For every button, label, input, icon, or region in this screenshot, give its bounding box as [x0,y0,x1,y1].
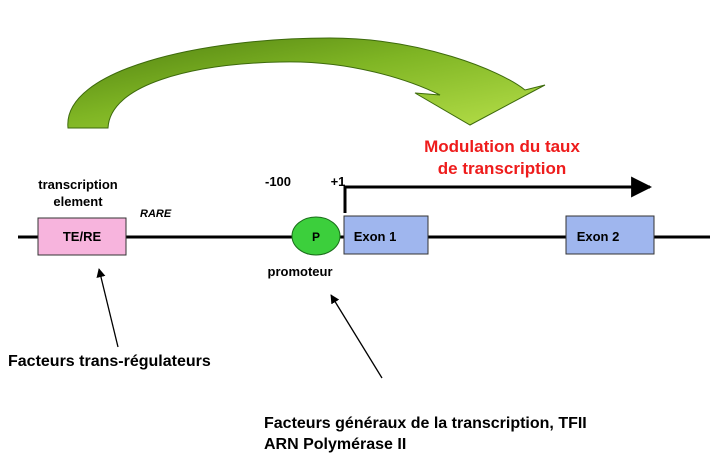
general-factors-label-line1: Facteurs généraux de la transcription, T… [264,415,587,432]
modulation-label-line2: de transcription [438,159,566,178]
exon2-label: Exon 2 [577,229,620,244]
position-minus100-label: -100 [265,174,291,189]
position-plus1-label: +1 [331,174,346,189]
general-factor-pointer [330,294,383,379]
trans-factor-pointer [96,268,119,348]
promoter-p-label: P [312,230,320,244]
exon1-label: Exon 1 [354,229,397,244]
curved-arrow-icon [67,37,546,129]
transcription-start-arrow [343,176,653,213]
general-factors-label-line2: ARN Polymérase II [264,436,406,453]
exon1-box [343,215,429,255]
modulation-label-line1: Modulation du taux [424,137,580,156]
promoter-ellipse [291,216,341,256]
rare-label: RARE [140,208,172,220]
transcription-element-label-line1: transcription [38,177,118,192]
te-re-label: TE/RE [63,229,102,244]
trans-factors-label: Facteurs trans-régulateurs [8,353,211,370]
exon2-box [565,215,655,255]
te-re-box [37,217,127,256]
transcription-element-label-line2: element [53,194,103,209]
promoteur-label: promoteur [268,264,333,279]
